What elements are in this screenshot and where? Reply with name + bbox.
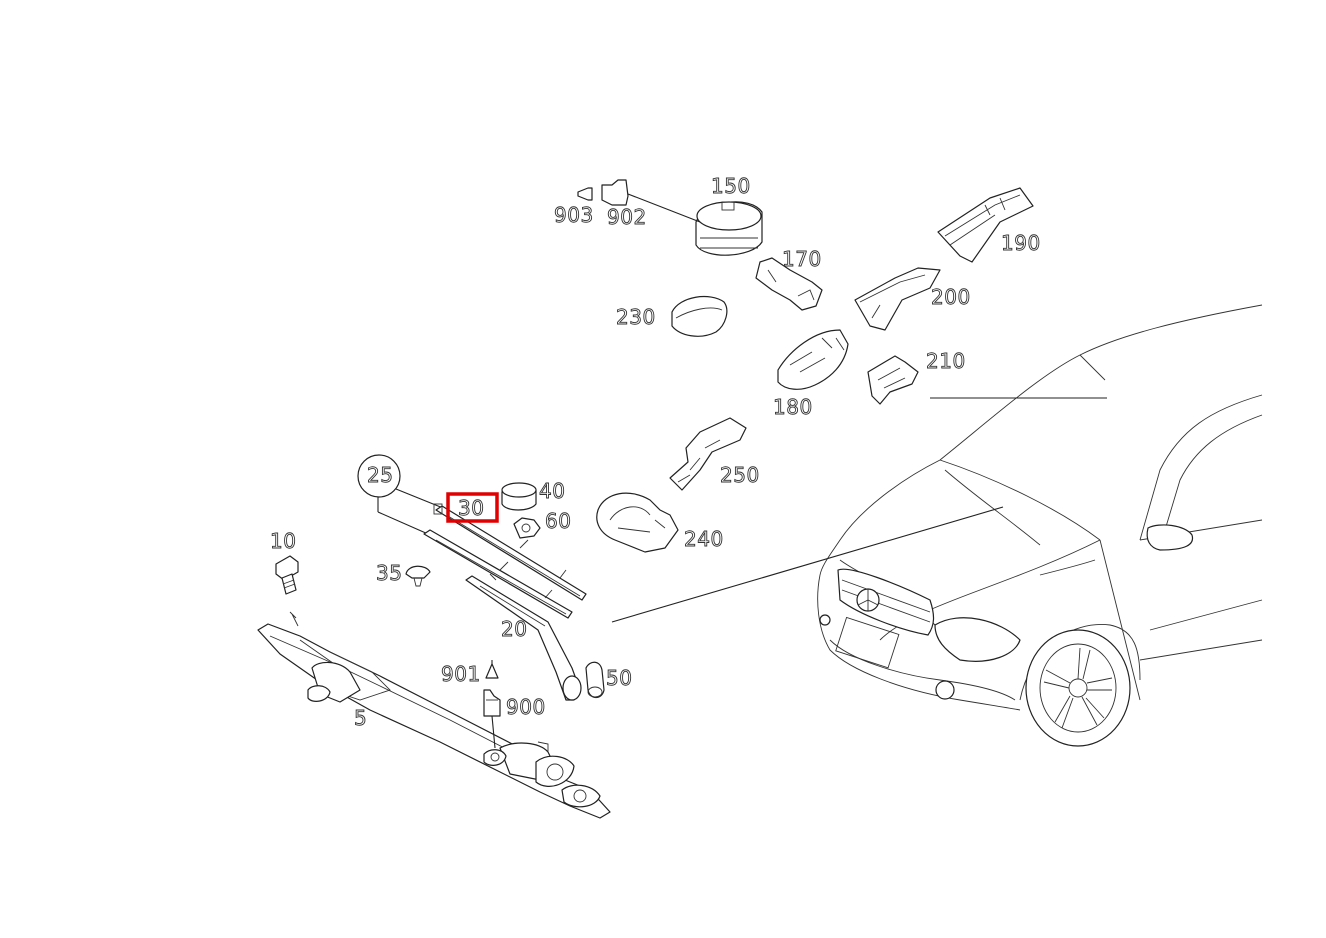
part-60 xyxy=(513,517,541,539)
part-180 xyxy=(777,329,849,390)
label-900: 900 xyxy=(506,695,546,719)
label-190: 190 xyxy=(1001,231,1041,255)
highlight-box xyxy=(446,492,499,523)
part-35 xyxy=(405,565,431,587)
part-40 xyxy=(501,482,537,511)
label-200: 200 xyxy=(931,285,971,309)
label-210: 210 xyxy=(926,349,966,373)
label-60: 60 xyxy=(545,509,571,533)
label-180: 180 xyxy=(773,395,813,419)
label-240: 240 xyxy=(684,527,724,551)
label-250: 250 xyxy=(720,463,760,487)
label-170: 170 xyxy=(782,247,822,271)
label-903: 903 xyxy=(554,203,594,227)
part-901 xyxy=(485,660,499,679)
part-902 xyxy=(601,179,629,206)
part-10 xyxy=(275,555,299,595)
label-902: 902 xyxy=(607,205,647,229)
part-250 xyxy=(669,417,747,491)
part-190 xyxy=(937,187,1034,263)
part-200 xyxy=(854,267,941,331)
label-30: 30 xyxy=(458,496,484,520)
part-30 xyxy=(423,503,587,619)
label-10: 10 xyxy=(270,529,296,553)
part-5 xyxy=(257,611,611,819)
vehicle-illustration xyxy=(611,304,1263,747)
label-230: 230 xyxy=(616,305,656,329)
label-40: 40 xyxy=(539,479,565,503)
part-230 xyxy=(671,295,728,337)
part-20 xyxy=(465,573,582,701)
part-25 xyxy=(357,454,444,535)
label-35: 35 xyxy=(376,561,402,585)
label-5: 5 xyxy=(354,706,367,730)
part-170 xyxy=(755,257,823,311)
label-20: 20 xyxy=(501,617,527,641)
callout-labels: 150 903 902 170 190 200 230 210 180 250 … xyxy=(270,174,1041,731)
part-903 xyxy=(577,187,593,201)
part-900 xyxy=(483,689,501,717)
part-50 xyxy=(585,661,605,699)
label-150: 150 xyxy=(711,174,751,198)
part-240 xyxy=(596,492,679,553)
part-150 xyxy=(627,193,763,256)
part-210 xyxy=(867,355,919,405)
label-901: 901 xyxy=(441,662,481,686)
label-25: 25 xyxy=(367,463,393,487)
label-50: 50 xyxy=(606,666,632,690)
